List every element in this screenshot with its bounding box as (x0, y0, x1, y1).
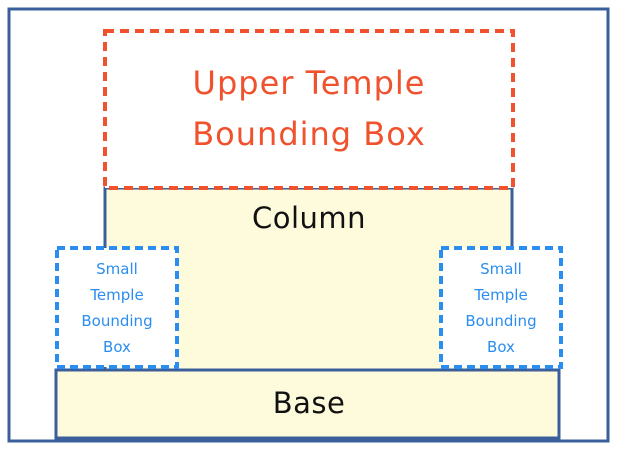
outer-frame (7, 7, 610, 443)
small-temple-left-label-2: Temple (89, 286, 143, 304)
upper-temple-bounding-box (103, 29, 515, 190)
small-temple-right-label-4: Box (487, 338, 515, 356)
base-label: Base (273, 386, 346, 420)
small-temple-left-label-1: Small (96, 260, 138, 278)
small-temple-bounding-box-left (55, 246, 179, 369)
small-temple-left-label-4: Box (103, 338, 131, 356)
small-temple-right-label-1: Small (480, 260, 522, 278)
small-temple-right-label-3: Bounding (465, 312, 536, 330)
upper-temple-label-line2: Bounding Box (192, 115, 426, 153)
small-temple-right-label-2: Temple (473, 286, 527, 304)
small-temple-bounding-box-right (439, 246, 563, 369)
column-label: Column (252, 201, 366, 235)
base-block (54, 368, 561, 440)
small-temple-left-label-3: Bounding (81, 312, 152, 330)
upper-temple-label-line1: Upper Temple (193, 64, 426, 102)
